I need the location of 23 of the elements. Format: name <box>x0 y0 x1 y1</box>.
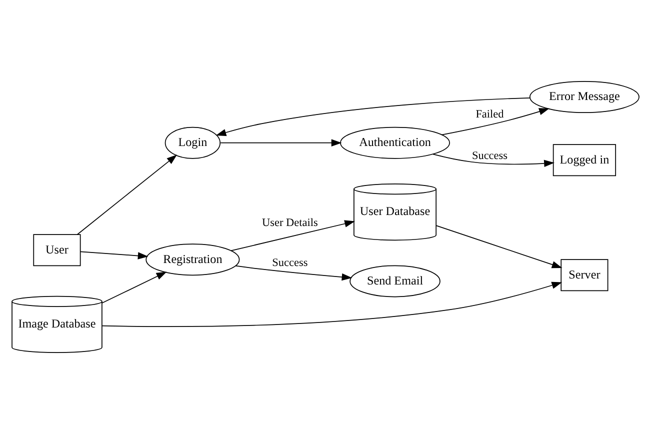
node-ellipse: Send Email <box>350 265 440 298</box>
arrow <box>102 272 167 304</box>
node-ellipse: Error Message <box>529 81 640 114</box>
arrow <box>220 139 342 146</box>
arrow <box>80 251 148 260</box>
node-box: Server <box>560 259 608 292</box>
node-box: Logged in <box>552 144 616 176</box>
edge-label: Success <box>472 150 508 162</box>
node-ellipse: Login <box>164 126 221 159</box>
arrow <box>76 154 178 235</box>
node-ellipse: Authentication <box>340 126 450 159</box>
arrow <box>441 108 550 136</box>
arrow <box>102 282 562 328</box>
arrow <box>235 265 352 281</box>
node-ellipse: Registration <box>146 244 240 276</box>
arrow <box>432 154 554 168</box>
arrow <box>216 98 530 136</box>
arrow <box>436 225 562 268</box>
edge-label: User Details <box>262 217 318 230</box>
edge-label: Success <box>272 256 308 269</box>
node-box: User <box>33 234 81 266</box>
arrow <box>230 220 356 252</box>
edge-label: Failed <box>476 108 504 120</box>
